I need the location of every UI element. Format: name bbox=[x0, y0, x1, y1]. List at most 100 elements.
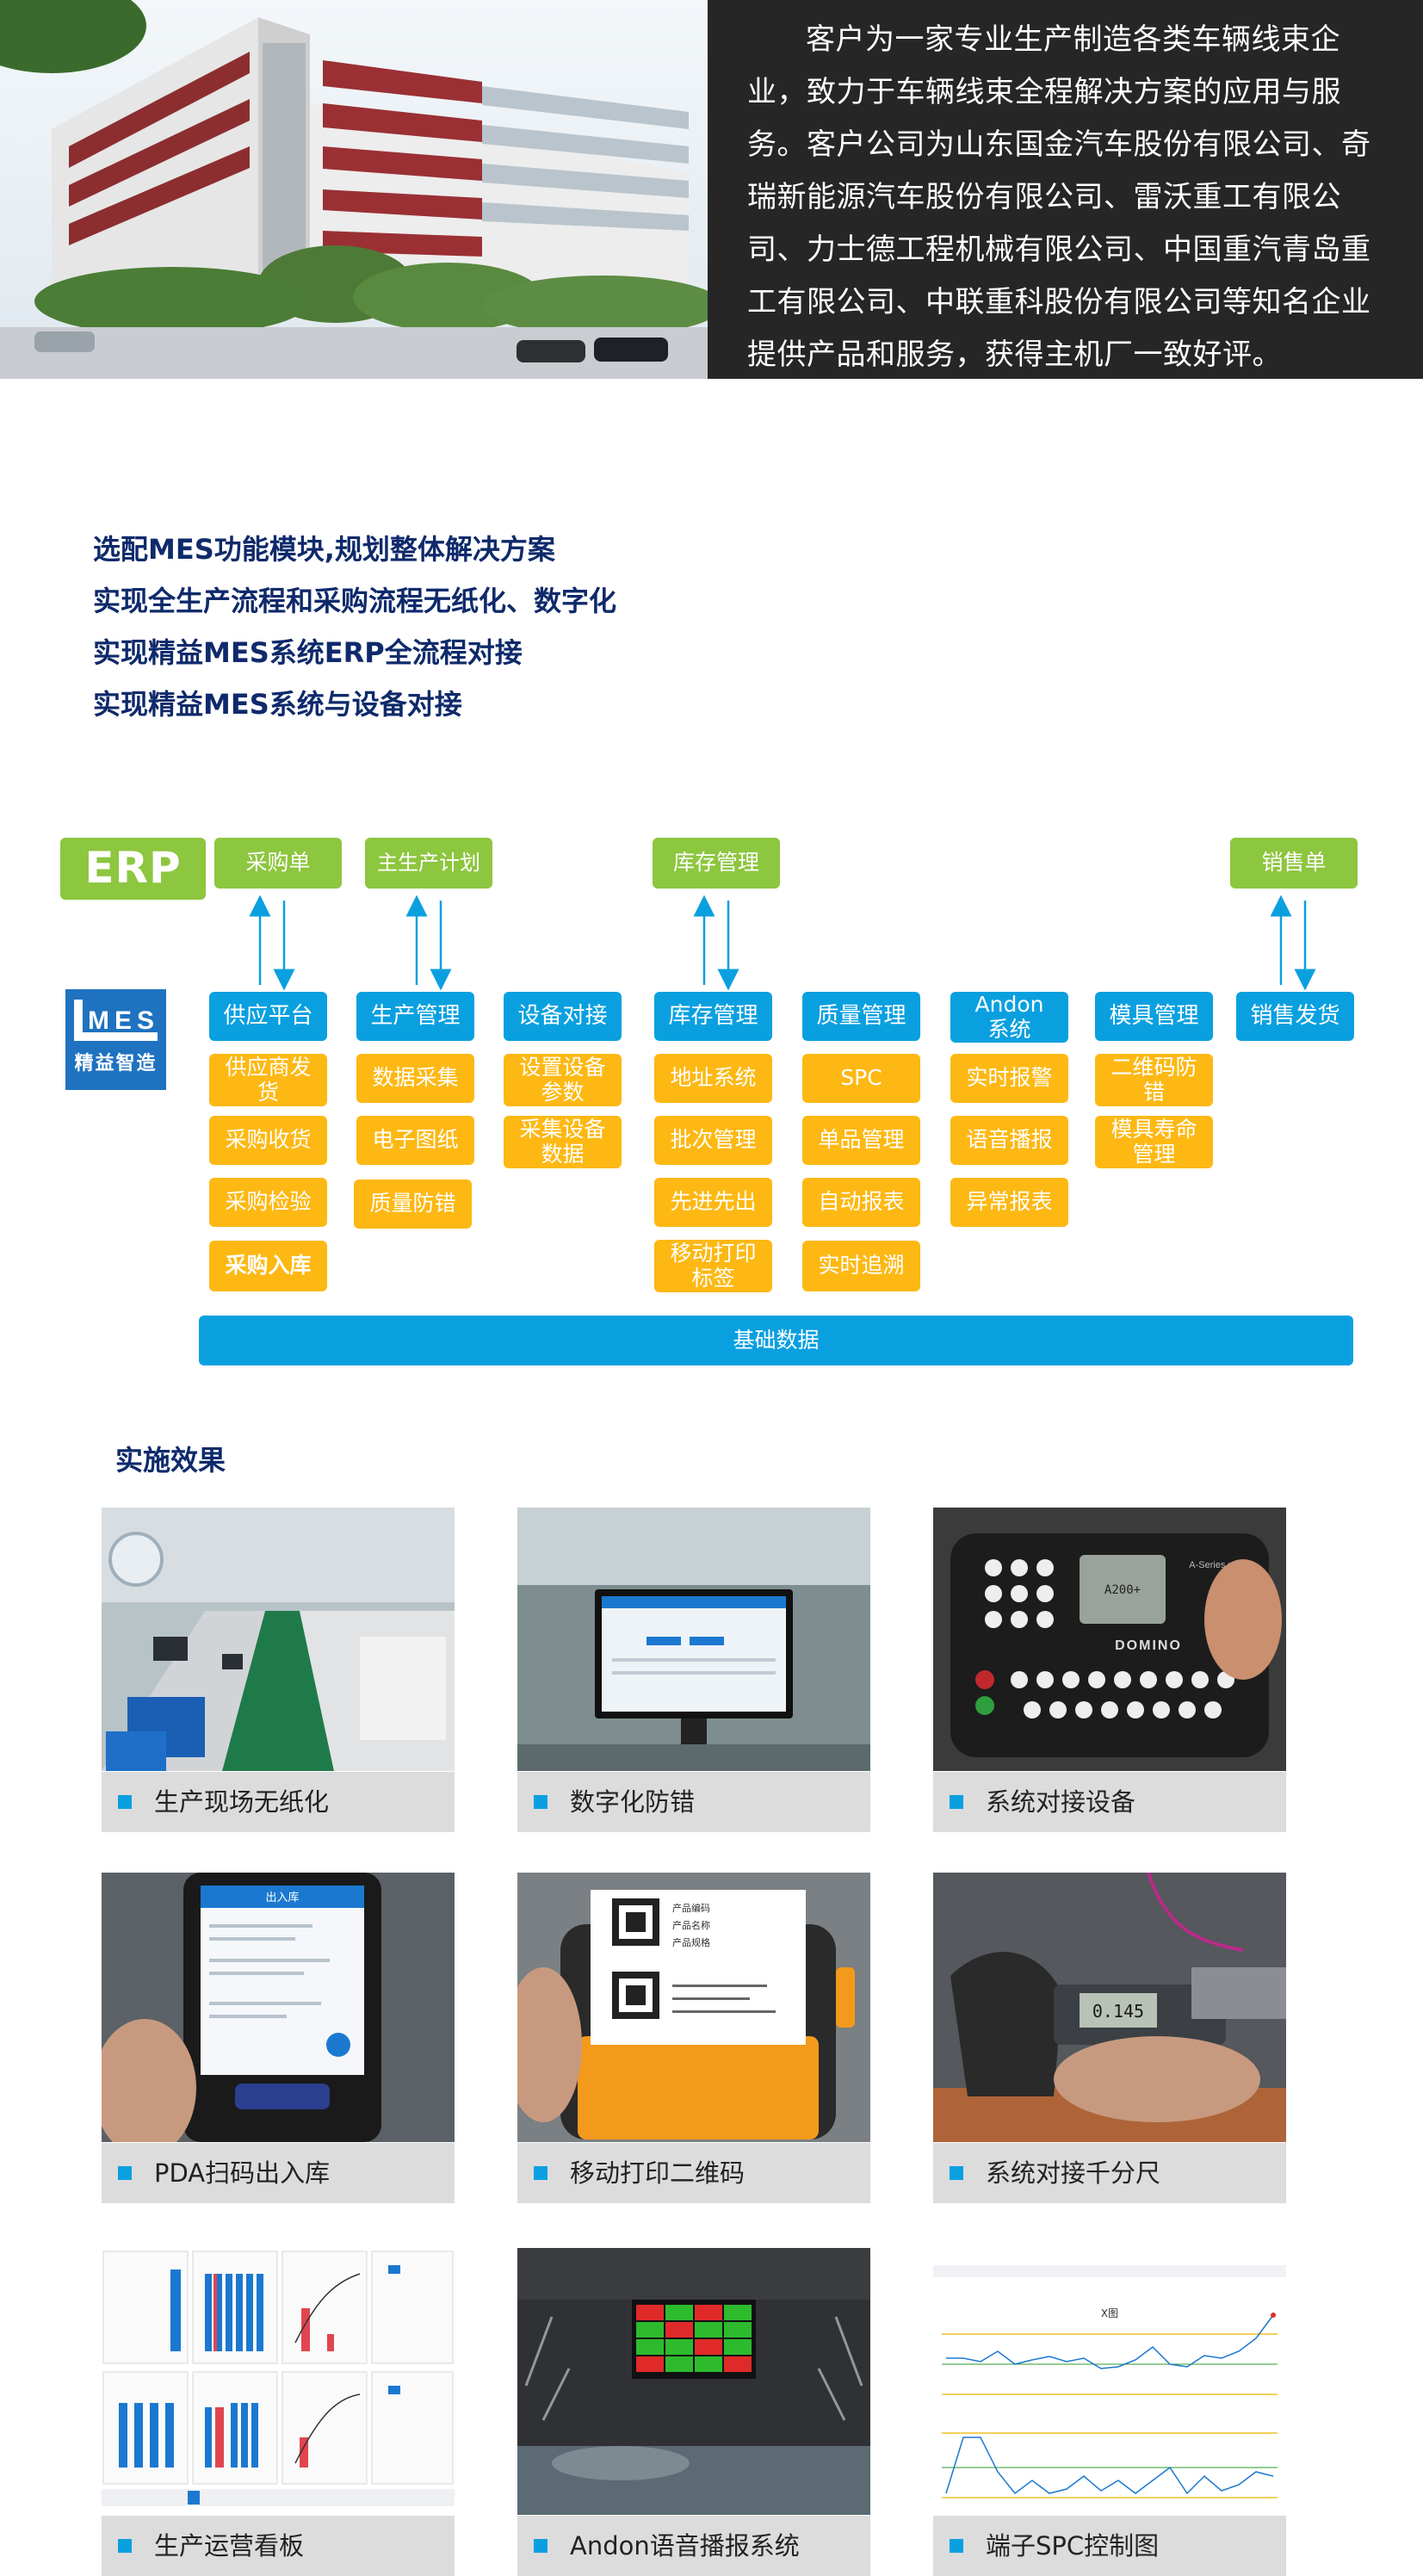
spc-chart-title: X图 bbox=[1101, 2307, 1118, 2319]
hero-text-panel bbox=[708, 0, 1423, 379]
printer-label-line: 产品编码 bbox=[672, 1902, 710, 1914]
module-andon: Andon系统 bbox=[950, 992, 1068, 1043]
module-item: 设置设备参数 bbox=[504, 1054, 622, 1106]
result-tile: 出入库 PDA扫码出入库 bbox=[102, 1873, 455, 2203]
goal-item: 实现精益MES系统与设备对接 bbox=[93, 688, 462, 721]
hero-building-photo bbox=[0, 0, 708, 379]
erp-item-purchase-order: 采购单 bbox=[214, 838, 342, 889]
bullet-square bbox=[950, 1795, 963, 1809]
module-mold: 模具管理 bbox=[1095, 992, 1213, 1041]
caption-text: PDA扫码出入库 bbox=[154, 2158, 331, 2188]
pda-screen-title: 出入库 bbox=[265, 1891, 299, 1904]
module-item: 语音播报 bbox=[950, 1116, 1068, 1165]
printer-label-line: 产品名称 bbox=[672, 1919, 710, 1931]
result-tile: 0.145 系统对接千分尺 bbox=[933, 1873, 1286, 2203]
module-production: 生产管理 bbox=[356, 992, 474, 1041]
bullet-square bbox=[118, 2539, 132, 2553]
caption-text: 端子SPC控制图 bbox=[986, 2531, 1160, 2561]
factory-floor-photo bbox=[102, 1508, 455, 1771]
mes-logo-subtitle: 精益智造 bbox=[74, 1052, 157, 1074]
result-tile: A200+ A-Series plus DOMINO 系统对接设备 bbox=[933, 1508, 1286, 1832]
module-item: 先进先出 bbox=[654, 1178, 772, 1227]
mistake-proofing-photo bbox=[517, 1508, 870, 1771]
caption-bar: 系统对接千分尺 bbox=[933, 2143, 1286, 2203]
micrometer-reading: 0.145 bbox=[1092, 2001, 1144, 2022]
result-tile: 产品编码 产品名称 产品规格 移动打印二维码 bbox=[517, 1873, 870, 2203]
mes-logo-title: MES bbox=[88, 1006, 159, 1035]
results-section-title: 实施效果 bbox=[115, 1444, 226, 1477]
module-item: 采购收货 bbox=[209, 1116, 327, 1165]
erp-item-master-plan: 主生产计划 bbox=[365, 838, 492, 889]
bullet-square bbox=[118, 1795, 132, 1809]
module-item: 移动打印标签 bbox=[654, 1240, 772, 1292]
module-item: 异常报表 bbox=[950, 1178, 1068, 1227]
module-item: 模具寿命管理 bbox=[1095, 1116, 1213, 1168]
module-item: 二维码防错 bbox=[1095, 1054, 1213, 1106]
module-item: 供应商发货 bbox=[209, 1054, 327, 1106]
caption-bar: 端子SPC控制图 bbox=[933, 2516, 1286, 2576]
module-sales-delivery: 销售发货 bbox=[1236, 992, 1354, 1041]
erp-item-inventory: 库存管理 bbox=[653, 838, 780, 889]
pda-scan-photo: 出入库 bbox=[102, 1873, 455, 2142]
erp-box: ERP bbox=[60, 838, 206, 900]
module-item: 实时报警 bbox=[950, 1054, 1068, 1103]
caption-bar: 生产运营看板 bbox=[102, 2516, 455, 2576]
module-item: 采购检验 bbox=[209, 1178, 327, 1227]
result-tile: 生产运营看板 bbox=[102, 2248, 455, 2576]
bullet-square bbox=[534, 2166, 548, 2180]
caption-text: Andon语音播报系统 bbox=[570, 2531, 800, 2561]
module-item: 地址系统 bbox=[654, 1054, 772, 1103]
result-tile: Andon语音播报系统 bbox=[517, 2248, 870, 2576]
module-item: 单品管理 bbox=[802, 1116, 920, 1165]
marking-brand-text: DOMINO bbox=[1115, 1638, 1182, 1653]
caption-text: 系统对接千分尺 bbox=[986, 2158, 1161, 2188]
goal-item: 实现全生产流程和采购流程无纸化、数字化 bbox=[93, 585, 617, 617]
bullet-square bbox=[534, 1795, 548, 1809]
mes-logo: MES 精益智造 bbox=[65, 989, 166, 1090]
caption-text: 移动打印二维码 bbox=[570, 2158, 746, 2188]
andon-board-photo bbox=[517, 2248, 870, 2515]
module-item: 批次管理 bbox=[654, 1116, 772, 1165]
module-supply-platform: 供应平台 bbox=[209, 992, 327, 1041]
base-data-bar: 基础数据 bbox=[199, 1316, 1353, 1365]
micrometer-photo: 0.145 bbox=[933, 1873, 1286, 2142]
module-item: 数据采集 bbox=[356, 1054, 474, 1103]
caption-text: 生产现场无纸化 bbox=[154, 1787, 330, 1817]
spc-chart-screenshot: X图 bbox=[933, 2248, 1286, 2515]
caption-bar: PDA扫码出入库 bbox=[102, 2143, 455, 2203]
bullet-square bbox=[534, 2539, 548, 2553]
bullet-square bbox=[950, 2166, 963, 2180]
caption-bar: Andon语音播报系统 bbox=[517, 2516, 870, 2576]
module-equipment: 设备对接 bbox=[504, 992, 622, 1041]
mobile-printer-photo: 产品编码 产品名称 产品规格 bbox=[517, 1873, 870, 2142]
erp-mes-arrows bbox=[249, 895, 1316, 991]
marking-display-text: A200+ bbox=[1104, 1583, 1141, 1597]
goal-item: 实现精益MES系统ERP全流程对接 bbox=[93, 636, 523, 669]
printer-label-line: 产品规格 bbox=[672, 1936, 710, 1948]
caption-bar: 移动打印二维码 bbox=[517, 2143, 870, 2203]
result-tile: 生产现场无纸化 bbox=[102, 1508, 455, 1832]
module-item: 自动报表 bbox=[802, 1178, 920, 1227]
module-item: 采购入库 bbox=[209, 1241, 327, 1291]
module-item: 采集设备数据 bbox=[504, 1116, 622, 1168]
bullet-square bbox=[118, 2166, 132, 2180]
module-item: 电子图纸 bbox=[356, 1116, 474, 1165]
marking-machine-photo: A200+ A-Series plus DOMINO bbox=[933, 1508, 1286, 1771]
module-quality: 质量管理 bbox=[802, 992, 920, 1041]
goal-item: 选配MES功能模块,规划整体解决方案 bbox=[93, 533, 555, 566]
result-tile: X图 端子SPC控制图 bbox=[933, 2248, 1286, 2576]
module-item: 实时追溯 bbox=[802, 1241, 920, 1291]
module-inventory: 库存管理 bbox=[654, 992, 772, 1041]
caption-bar: 数字化防错 bbox=[517, 1772, 870, 1832]
operations-dashboard-screenshot bbox=[102, 2248, 455, 2515]
caption-bar: 系统对接设备 bbox=[933, 1772, 1286, 1832]
caption-bar: 生产现场无纸化 bbox=[102, 1772, 455, 1832]
result-tile: 数字化防错 bbox=[517, 1508, 870, 1832]
module-item: 质量防错 bbox=[354, 1180, 472, 1229]
erp-item-sales-order: 销售单 bbox=[1230, 838, 1358, 889]
caption-text: 生产运营看板 bbox=[154, 2531, 305, 2561]
company-intro-text: 客户为一家专业生产制造各类车辆线束企业，致力于车辆线束全程解决方案的应用与服务。… bbox=[747, 22, 1371, 372]
caption-text: 系统对接设备 bbox=[986, 1787, 1136, 1817]
bullet-square bbox=[950, 2539, 963, 2553]
caption-text: 数字化防错 bbox=[570, 1787, 696, 1817]
